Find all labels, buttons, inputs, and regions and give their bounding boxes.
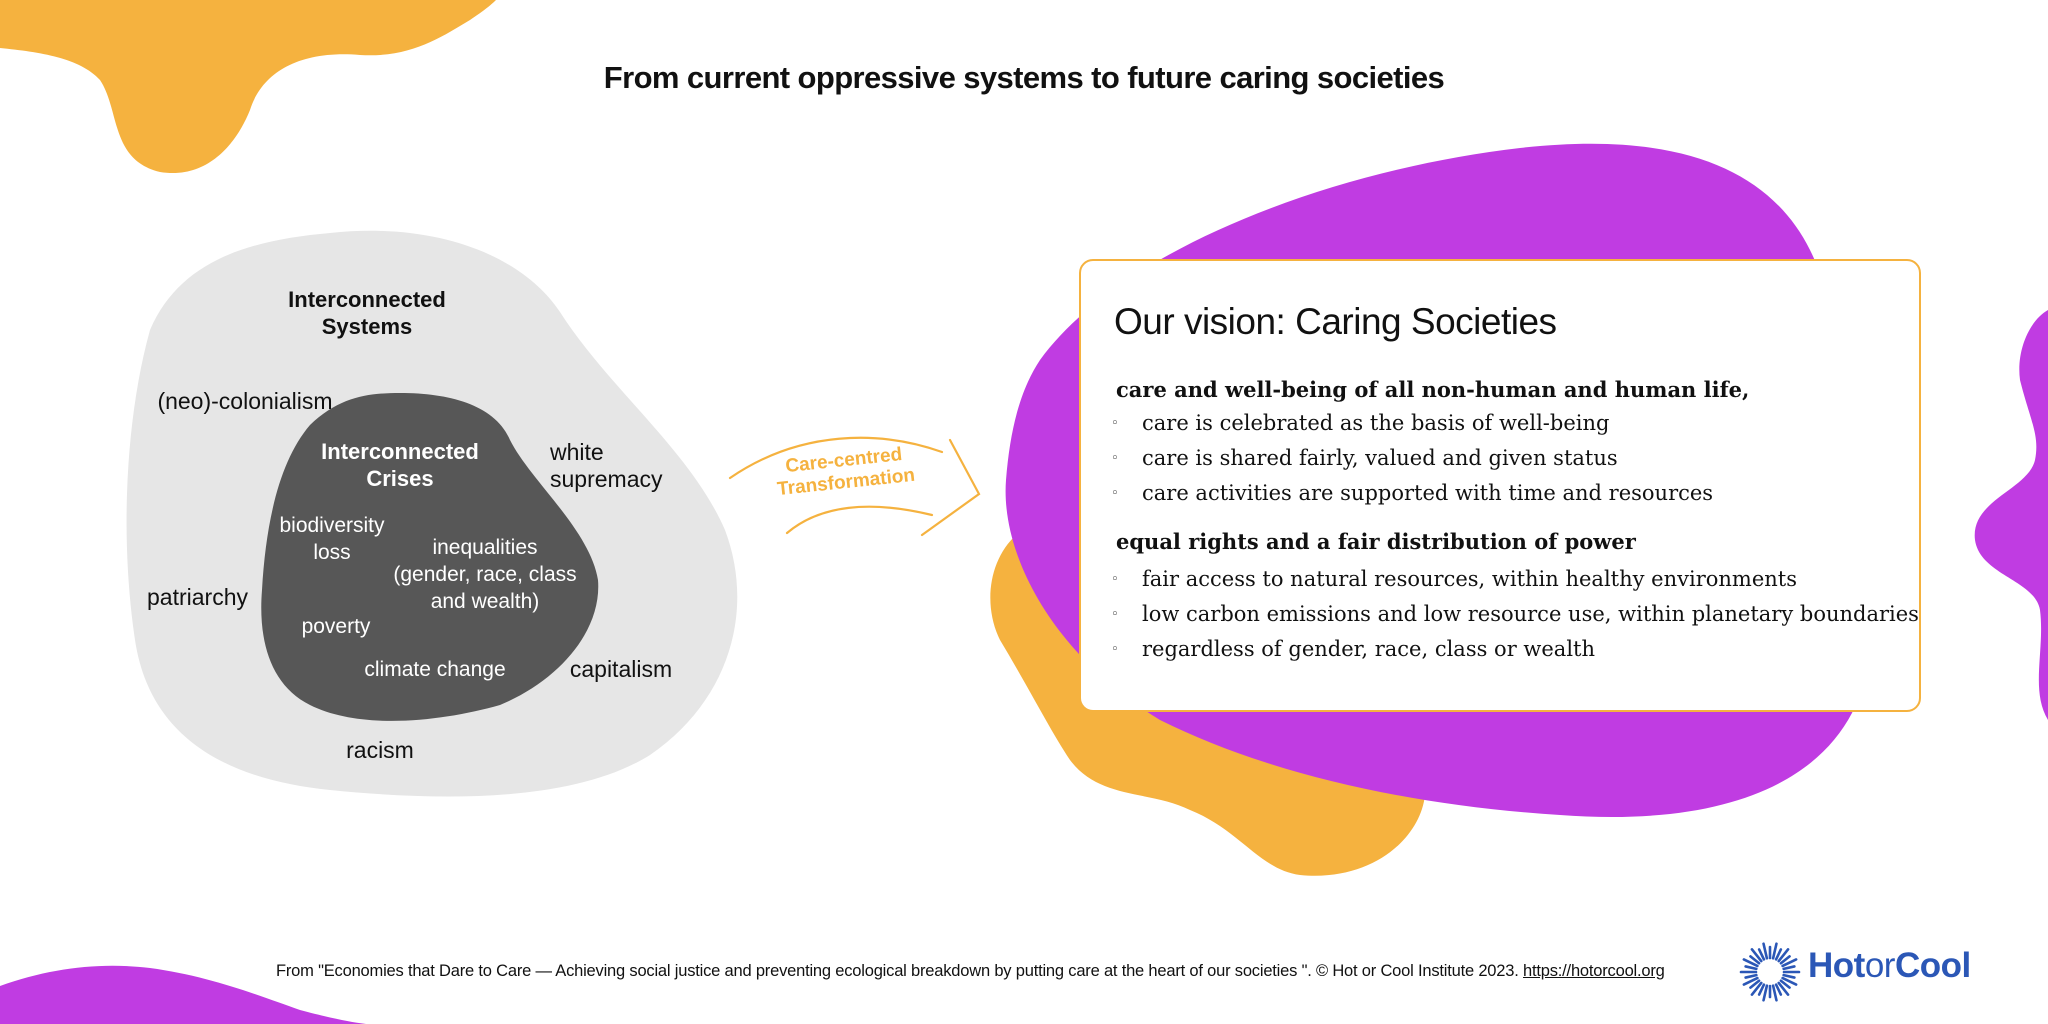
list-item: ◦ fair access to natural resources, withi… <box>1111 562 1919 597</box>
logo-hot: Hot <box>1808 946 1865 985</box>
bullet-text: care is celebrated as the basis of well-… <box>1142 411 1610 435</box>
page-title: From current oppressive systems to futur… <box>603 60 1445 95</box>
bullet-icon: ◦ <box>1111 607 1119 622</box>
crisis-climate-change: climate change <box>364 658 506 681</box>
sunburst-ray <box>1749 979 1761 989</box>
sunburst-ray <box>1749 955 1761 965</box>
sunburst-ray <box>1744 973 1758 979</box>
sunburst-ray <box>1774 948 1783 961</box>
vision-card: Our vision: Caring Societies care and we… <box>1079 259 1921 712</box>
crisis-biodiversity: biodiversity loss <box>262 512 402 566</box>
sunburst-ray <box>1781 958 1798 968</box>
bullet-text: care activities are supported with time … <box>1142 481 1714 505</box>
list-item: ◦ regardless of gender, race, class or we… <box>1111 632 1919 667</box>
system-racism: racism <box>346 737 414 763</box>
decor-blob-orange-topleft <box>0 0 496 174</box>
crisis-inequalities: inequalities (gender, race, class and we… <box>385 534 585 615</box>
logo-wordmark: HotorCool <box>1808 946 1971 986</box>
crises-blob <box>261 393 599 721</box>
sunburst-ray <box>1757 983 1766 996</box>
footer-text: From "Economies that Dare to Care — Achi… <box>276 962 1524 980</box>
bullet-text: fair access to natural resources, within… <box>1142 567 1797 591</box>
sunburst-ray <box>1762 942 1769 960</box>
bullet-icon: ◦ <box>1111 416 1119 431</box>
list-item: ◦ care is celebrated as the basis of well… <box>1111 406 1713 441</box>
white-supremacy-line2: supremacy <box>550 466 663 492</box>
decor-blob-purple-bottomleft <box>0 965 366 1024</box>
sunburst-ray <box>1774 983 1783 996</box>
sunburst-ray <box>1779 979 1791 989</box>
sunburst-ray <box>1779 955 1791 965</box>
systems-title-line2: Systems <box>321 314 413 339</box>
bullet-text: regardless of gender, race, class or wea… <box>1142 637 1596 661</box>
bullet-list-care: ◦ care is celebrated as the basis of well… <box>1111 406 1713 511</box>
bullet-icon: ◦ <box>1111 486 1119 501</box>
inequalities-line3: and wealth) <box>430 590 540 613</box>
sunburst-ray <box>1782 965 1796 971</box>
crises-title-line1: Interconnected <box>321 439 479 464</box>
bullet-icon: ◦ <box>1111 572 1119 587</box>
crises-title: Interconnected Crises <box>300 438 500 492</box>
bullet-list-rights: ◦ fair access to natural resources, withi… <box>1111 562 1919 667</box>
sunburst-ray <box>1771 984 1778 1002</box>
bullet-text: low carbon emissions and low resource us… <box>1142 602 1919 626</box>
sunburst-ray <box>1750 981 1763 996</box>
sunburst-ray <box>1750 948 1763 963</box>
logo-cool: Cool <box>1894 946 1971 985</box>
biodiversity-line1: biodiversity <box>279 514 385 537</box>
vision-title: Our vision: Caring Societies <box>1114 301 1557 342</box>
system-white-supremacy: white supremacy <box>550 439 690 493</box>
inequalities-line2: (gender, race, class <box>393 563 577 586</box>
bullet-icon: ◦ <box>1111 451 1119 466</box>
list-item: ◦ low carbon emissions and low resource u… <box>1111 597 1919 632</box>
system-patriarchy: patriarchy <box>147 584 248 610</box>
sunburst-ray <box>1742 958 1759 968</box>
section-heading-care: care and well-being of all non-human and… <box>1116 377 1750 402</box>
sunburst-ray <box>1744 965 1758 971</box>
arrow-lower-curve <box>785 505 934 535</box>
list-item: ◦ care activities are supported with time… <box>1111 476 1713 511</box>
sunburst-icon <box>1739 942 1801 1002</box>
biodiversity-line2: loss <box>313 541 351 564</box>
sunburst-ray <box>1782 973 1796 979</box>
white-supremacy-line1: white <box>550 439 604 465</box>
transformation-arrow <box>728 436 981 537</box>
list-item: ◦ care is shared fairly, valued and given… <box>1111 441 1713 476</box>
footer-link[interactable]: https://hotorcool.org <box>1523 962 1665 980</box>
systems-title: Interconnected Systems <box>267 286 467 340</box>
footer-citation: From "Economies that Dare to Care — Achi… <box>276 962 1665 981</box>
sunburst-ray <box>1781 976 1798 986</box>
crises-title-line2: Crises <box>366 466 434 491</box>
systems-title-line1: Interconnected <box>288 287 446 312</box>
logo: HotorCool <box>1738 940 1988 1002</box>
sunburst-ray <box>1777 981 1790 996</box>
bullet-icon: ◦ <box>1111 642 1119 657</box>
bullet-text: care is shared fairly, valued and given … <box>1142 446 1618 470</box>
sunburst-ray <box>1762 984 1769 1002</box>
crisis-poverty: poverty <box>301 615 371 638</box>
sunburst-ray <box>1757 948 1766 961</box>
logo-or: or <box>1864 946 1896 985</box>
decor-blob-purple-far-right <box>1974 310 2048 720</box>
sunburst-ray <box>1771 942 1778 960</box>
arrow-upper-curve <box>728 436 944 480</box>
arrow-head <box>920 438 981 537</box>
inequalities-line1: inequalities <box>432 536 538 559</box>
sunburst-ray <box>1742 976 1759 986</box>
section-heading-rights: equal rights and a fair distribution of … <box>1116 529 1636 554</box>
system-capitalism: capitalism <box>569 656 673 682</box>
system-colonialism: (neo)-colonialism <box>157 388 333 414</box>
sunburst-ray <box>1777 948 1790 963</box>
